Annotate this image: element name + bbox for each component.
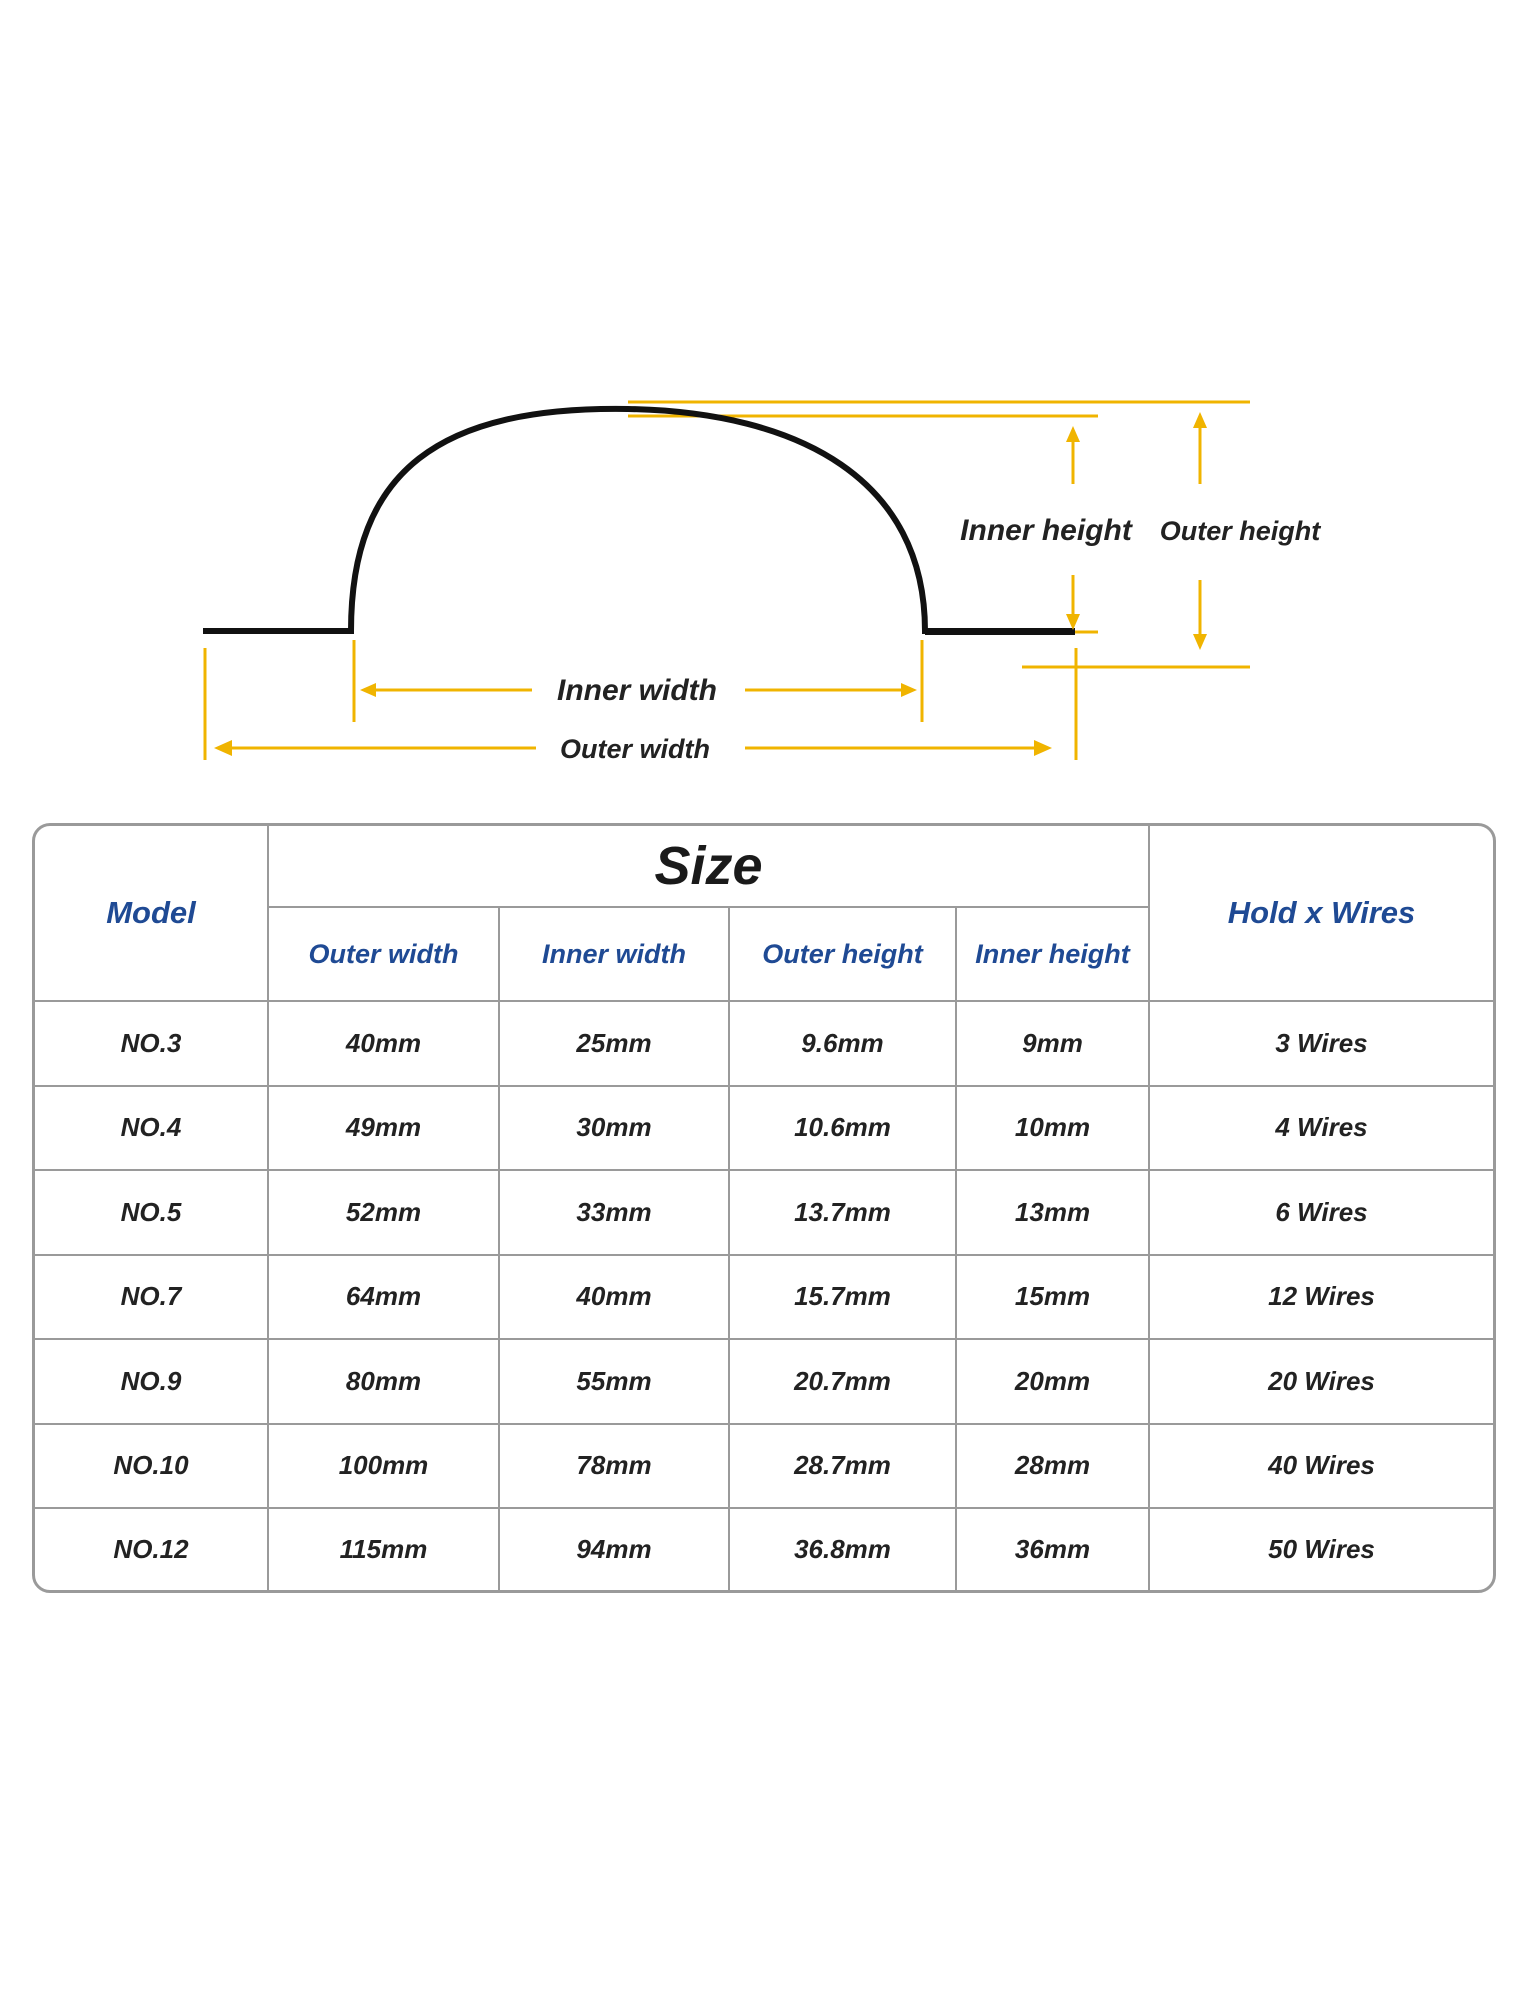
outer-width-cell: 52mm (267, 1169, 500, 1256)
inner-width-cell: 40mm (498, 1253, 730, 1340)
size-table-grid: Model Size Hold x Wires Outer width Inne… (35, 826, 1493, 1590)
outer-height-label: Outer height (1160, 516, 1322, 546)
outer-width-cell: 40mm (267, 1001, 500, 1087)
outer-height-cell: 36.8mm (728, 1507, 957, 1590)
outer-width-label: Outer width (560, 734, 710, 764)
wires-cell: 12 Wires (1148, 1253, 1493, 1340)
inner-height-cell: 10mm (955, 1084, 1150, 1171)
table-row: NO.12 115mm 94mm 36.8mm 36mm 50 Wires (35, 1507, 1493, 1590)
inner-height-cell: 28mm (955, 1422, 1150, 1509)
table-row: NO.3 40mm 25mm 9.6mm 9mm 3 Wires (35, 1001, 1493, 1087)
outer-height-arrowhead-up-icon (1193, 412, 1207, 428)
table-row: NO.5 52mm 33mm 13.7mm 13mm 6 Wires (35, 1169, 1493, 1256)
table-row: NO.4 49mm 30mm 10.6mm 10mm 4 Wires (35, 1084, 1493, 1171)
outer-width-cell: 64mm (267, 1253, 500, 1340)
outer-width-cell: 49mm (267, 1084, 500, 1171)
outer-height-header: Outer height (728, 906, 957, 1002)
wires-cell: 40 Wires (1148, 1422, 1493, 1509)
wires-cell: 20 Wires (1148, 1338, 1493, 1425)
wires-cell: 3 Wires (1148, 1001, 1493, 1087)
inner-height-cell: 20mm (955, 1338, 1150, 1425)
wires-cell: 50 Wires (1148, 1507, 1493, 1590)
outer-height-cell: 10.6mm (728, 1084, 957, 1171)
cable-cover-profile (203, 405, 1075, 634)
table-row: NO.10 100mm 78mm 28.7mm 28mm 40 Wires (35, 1422, 1493, 1509)
model-cell: NO.7 (35, 1253, 269, 1340)
outer-height-cell: 9.6mm (728, 1001, 957, 1087)
inner-height-cell: 15mm (955, 1253, 1150, 1340)
model-cell: NO.10 (35, 1422, 269, 1509)
model-header: Model (35, 826, 269, 1002)
inner-width-cell: 94mm (498, 1507, 730, 1590)
outer-height-cell: 20.7mm (728, 1338, 957, 1425)
size-header: Size (267, 826, 1150, 908)
table-row: NO.7 64mm 40mm 15.7mm 15mm 12 Wires (35, 1253, 1493, 1340)
outer-height-cell: 13.7mm (728, 1169, 957, 1256)
outer-height-cell: 15.7mm (728, 1253, 957, 1340)
inner-width-cell: 55mm (498, 1338, 730, 1425)
inner-width-cell: 33mm (498, 1169, 730, 1256)
inner-height-cell: 9mm (955, 1001, 1150, 1087)
inner-width-arrowhead-right-icon (901, 683, 917, 697)
model-cell: NO.4 (35, 1084, 269, 1171)
inner-height-header: Inner height (955, 906, 1149, 1002)
inner-width-cell: 78mm (498, 1422, 730, 1509)
model-cell: NO.5 (35, 1169, 269, 1256)
wires-cell: 6 Wires (1148, 1169, 1493, 1256)
inner-width-cell: 25mm (498, 1001, 730, 1087)
inner-height-label: Inner height (960, 514, 1134, 547)
inner-width-arrowhead-left-icon (360, 683, 376, 697)
outer-width-arrowhead-right-icon (1034, 740, 1052, 756)
model-cell: NO.9 (35, 1338, 269, 1425)
wires-cell: 4 Wires (1148, 1084, 1493, 1171)
inner-height-arrowhead-up-icon (1066, 426, 1080, 442)
hold-wires-header: Hold x Wires (1148, 826, 1493, 1002)
profile-diagram: Inner height Outer height Inner width Ou… (203, 400, 1322, 764)
inner-height-cell: 36mm (955, 1507, 1150, 1590)
outer-width-arrowhead-left-icon (214, 740, 232, 756)
outer-width-cell: 100mm (267, 1422, 500, 1509)
outer-width-header: Outer width (268, 906, 500, 1002)
inner-height-arrowhead-down-icon (1066, 614, 1080, 630)
size-table: Model Size Hold x Wires Outer width Inne… (32, 823, 1496, 1593)
outer-height-arrowhead-down-icon (1193, 634, 1207, 650)
table-row: NO.9 80mm 55mm 20.7mm 20mm 20 Wires (35, 1338, 1493, 1425)
outer-width-cell: 80mm (267, 1338, 500, 1425)
outer-width-cell: 115mm (267, 1507, 500, 1590)
model-cell: NO.3 (35, 1001, 269, 1087)
inner-height-cell: 13mm (955, 1169, 1150, 1256)
inner-width-label: Inner width (557, 674, 717, 707)
inner-width-header: Inner width (498, 906, 730, 1002)
outer-height-cell: 28.7mm (728, 1422, 957, 1509)
model-cell: NO.12 (35, 1507, 269, 1590)
inner-width-cell: 30mm (498, 1084, 730, 1171)
